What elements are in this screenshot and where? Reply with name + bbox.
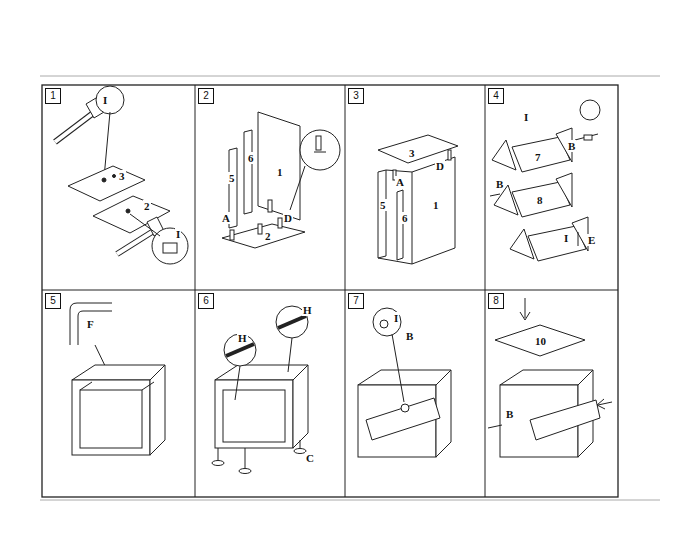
part-label: A: [221, 212, 231, 224]
part-label: B: [405, 330, 414, 342]
part-label: D: [283, 212, 293, 224]
step-number: 6: [199, 294, 213, 307]
part-label: I: [175, 228, 181, 240]
part-label: E: [587, 234, 596, 246]
part-label: 3: [408, 147, 416, 159]
part-label: H: [237, 332, 248, 344]
part-label: 2: [264, 230, 272, 242]
step-number: 1: [46, 89, 60, 102]
part-label: I: [102, 94, 108, 106]
part-label: 10: [534, 335, 547, 347]
step-number-box: 6: [198, 293, 214, 309]
part-label: 7: [534, 151, 542, 163]
step-number-box: 1: [45, 88, 61, 104]
part-label: 5: [228, 172, 236, 184]
step-number-box: 3: [348, 88, 364, 104]
step-number: 3: [349, 89, 363, 102]
step-number-box: 5: [45, 293, 61, 309]
step-number: 4: [489, 89, 503, 102]
part-label: 1: [432, 199, 440, 211]
step-number-box: 8: [488, 293, 504, 309]
part-label: 6: [401, 212, 409, 224]
step-number: 7: [349, 294, 363, 307]
part-label: I: [563, 232, 569, 244]
step-number-box: 7: [348, 293, 364, 309]
part-label: A: [395, 176, 405, 188]
part-label: 1: [276, 166, 284, 178]
part-label: 3: [118, 170, 126, 182]
part-label: C: [305, 452, 315, 464]
part-label: 2: [143, 200, 151, 212]
step-number: 2: [199, 89, 213, 102]
part-label: 6: [247, 152, 255, 164]
part-label: F: [86, 318, 95, 330]
step-number: 8: [489, 294, 503, 307]
part-label: B: [505, 408, 514, 420]
part-label: 5: [379, 199, 387, 211]
part-label: D: [435, 160, 445, 172]
part-label: 8: [536, 194, 544, 206]
part-label: B: [567, 140, 576, 152]
part-label: I: [393, 312, 399, 324]
part-label: I: [523, 111, 529, 123]
part-label: H: [302, 304, 313, 316]
part-label: B: [495, 178, 504, 190]
step-number-box: 2: [198, 88, 214, 104]
step-number-box: 4: [488, 88, 504, 104]
step-number: 5: [46, 294, 60, 307]
